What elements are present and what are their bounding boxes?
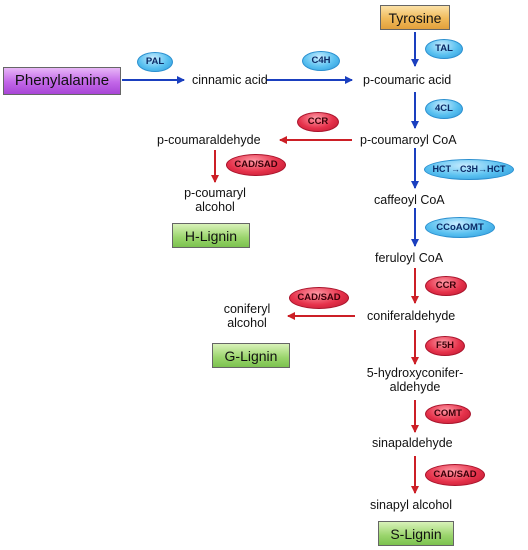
enzyme-cad-sad-g: CAD/SAD — [289, 287, 349, 309]
hydroxyconiferaldehyde-label: 5-hydroxyconifer- aldehyde — [357, 366, 473, 394]
tyrosine-box: Tyrosine — [380, 5, 450, 30]
enzyme-pal: PAL — [137, 52, 173, 72]
enzyme-ccr-mid: CCR — [425, 276, 467, 296]
coniferyl-alcohol-label: coniferyl alcohol — [212, 302, 282, 330]
phenylalanine-box: Phenylalanine — [3, 67, 121, 95]
enzyme-comt: COMT — [425, 404, 471, 424]
p-coumaroyl-coa-label: p-coumaroyl CoA — [360, 133, 457, 147]
caffeoyl-coa-label: caffeoyl CoA — [374, 193, 445, 207]
p-coumaraldehyde-label: p-coumaraldehyde — [157, 133, 261, 147]
enzyme-f5h: F5H — [425, 336, 465, 356]
enzyme-cad-sad-h: CAD/SAD — [226, 154, 286, 176]
s-lignin-box: S-Lignin — [378, 521, 454, 546]
enzyme-tal: TAL — [425, 39, 463, 59]
enzyme-hct-c3h-hct: HCT→C3H→HCT — [424, 159, 514, 180]
coniferyl-alcohol-line2: alcohol — [227, 316, 267, 330]
cinnamic-acid-label: cinnamic acid — [192, 73, 268, 87]
sinapyl-alcohol-label: sinapyl alcohol — [370, 498, 452, 512]
feruloyl-coa-label: feruloyl CoA — [375, 251, 444, 265]
p-coumaric-acid-label: p-coumaric acid — [363, 73, 452, 87]
enzyme-c4h: C4H — [302, 51, 340, 71]
enzyme-ccr-top: CCR — [297, 112, 339, 132]
p-coumaryl-alcohol-line1: p-coumaryl — [184, 186, 246, 200]
enzyme-4cl: 4CL — [425, 99, 463, 119]
hydroxyconiferaldehyde-line2: aldehyde — [389, 380, 441, 394]
enzyme-cad-sad-s: CAD/SAD — [425, 464, 485, 486]
coniferaldehyde-label: coniferaldehyde — [367, 309, 456, 323]
sinapaldehyde-label: sinapaldehyde — [372, 436, 453, 450]
h-lignin-box: H-Lignin — [172, 223, 250, 248]
g-lignin-box: G-Lignin — [212, 343, 290, 368]
p-coumaryl-alcohol-line2: alcohol — [195, 200, 235, 214]
coniferyl-alcohol-line1: coniferyl — [223, 302, 271, 316]
hydroxyconiferaldehyde-line1: 5-hydroxyconifer- — [366, 366, 464, 380]
p-coumaryl-alcohol-label: p-coumaryl alcohol — [170, 186, 260, 214]
enzyme-ccoaomt: CCoAOMT — [425, 217, 495, 238]
